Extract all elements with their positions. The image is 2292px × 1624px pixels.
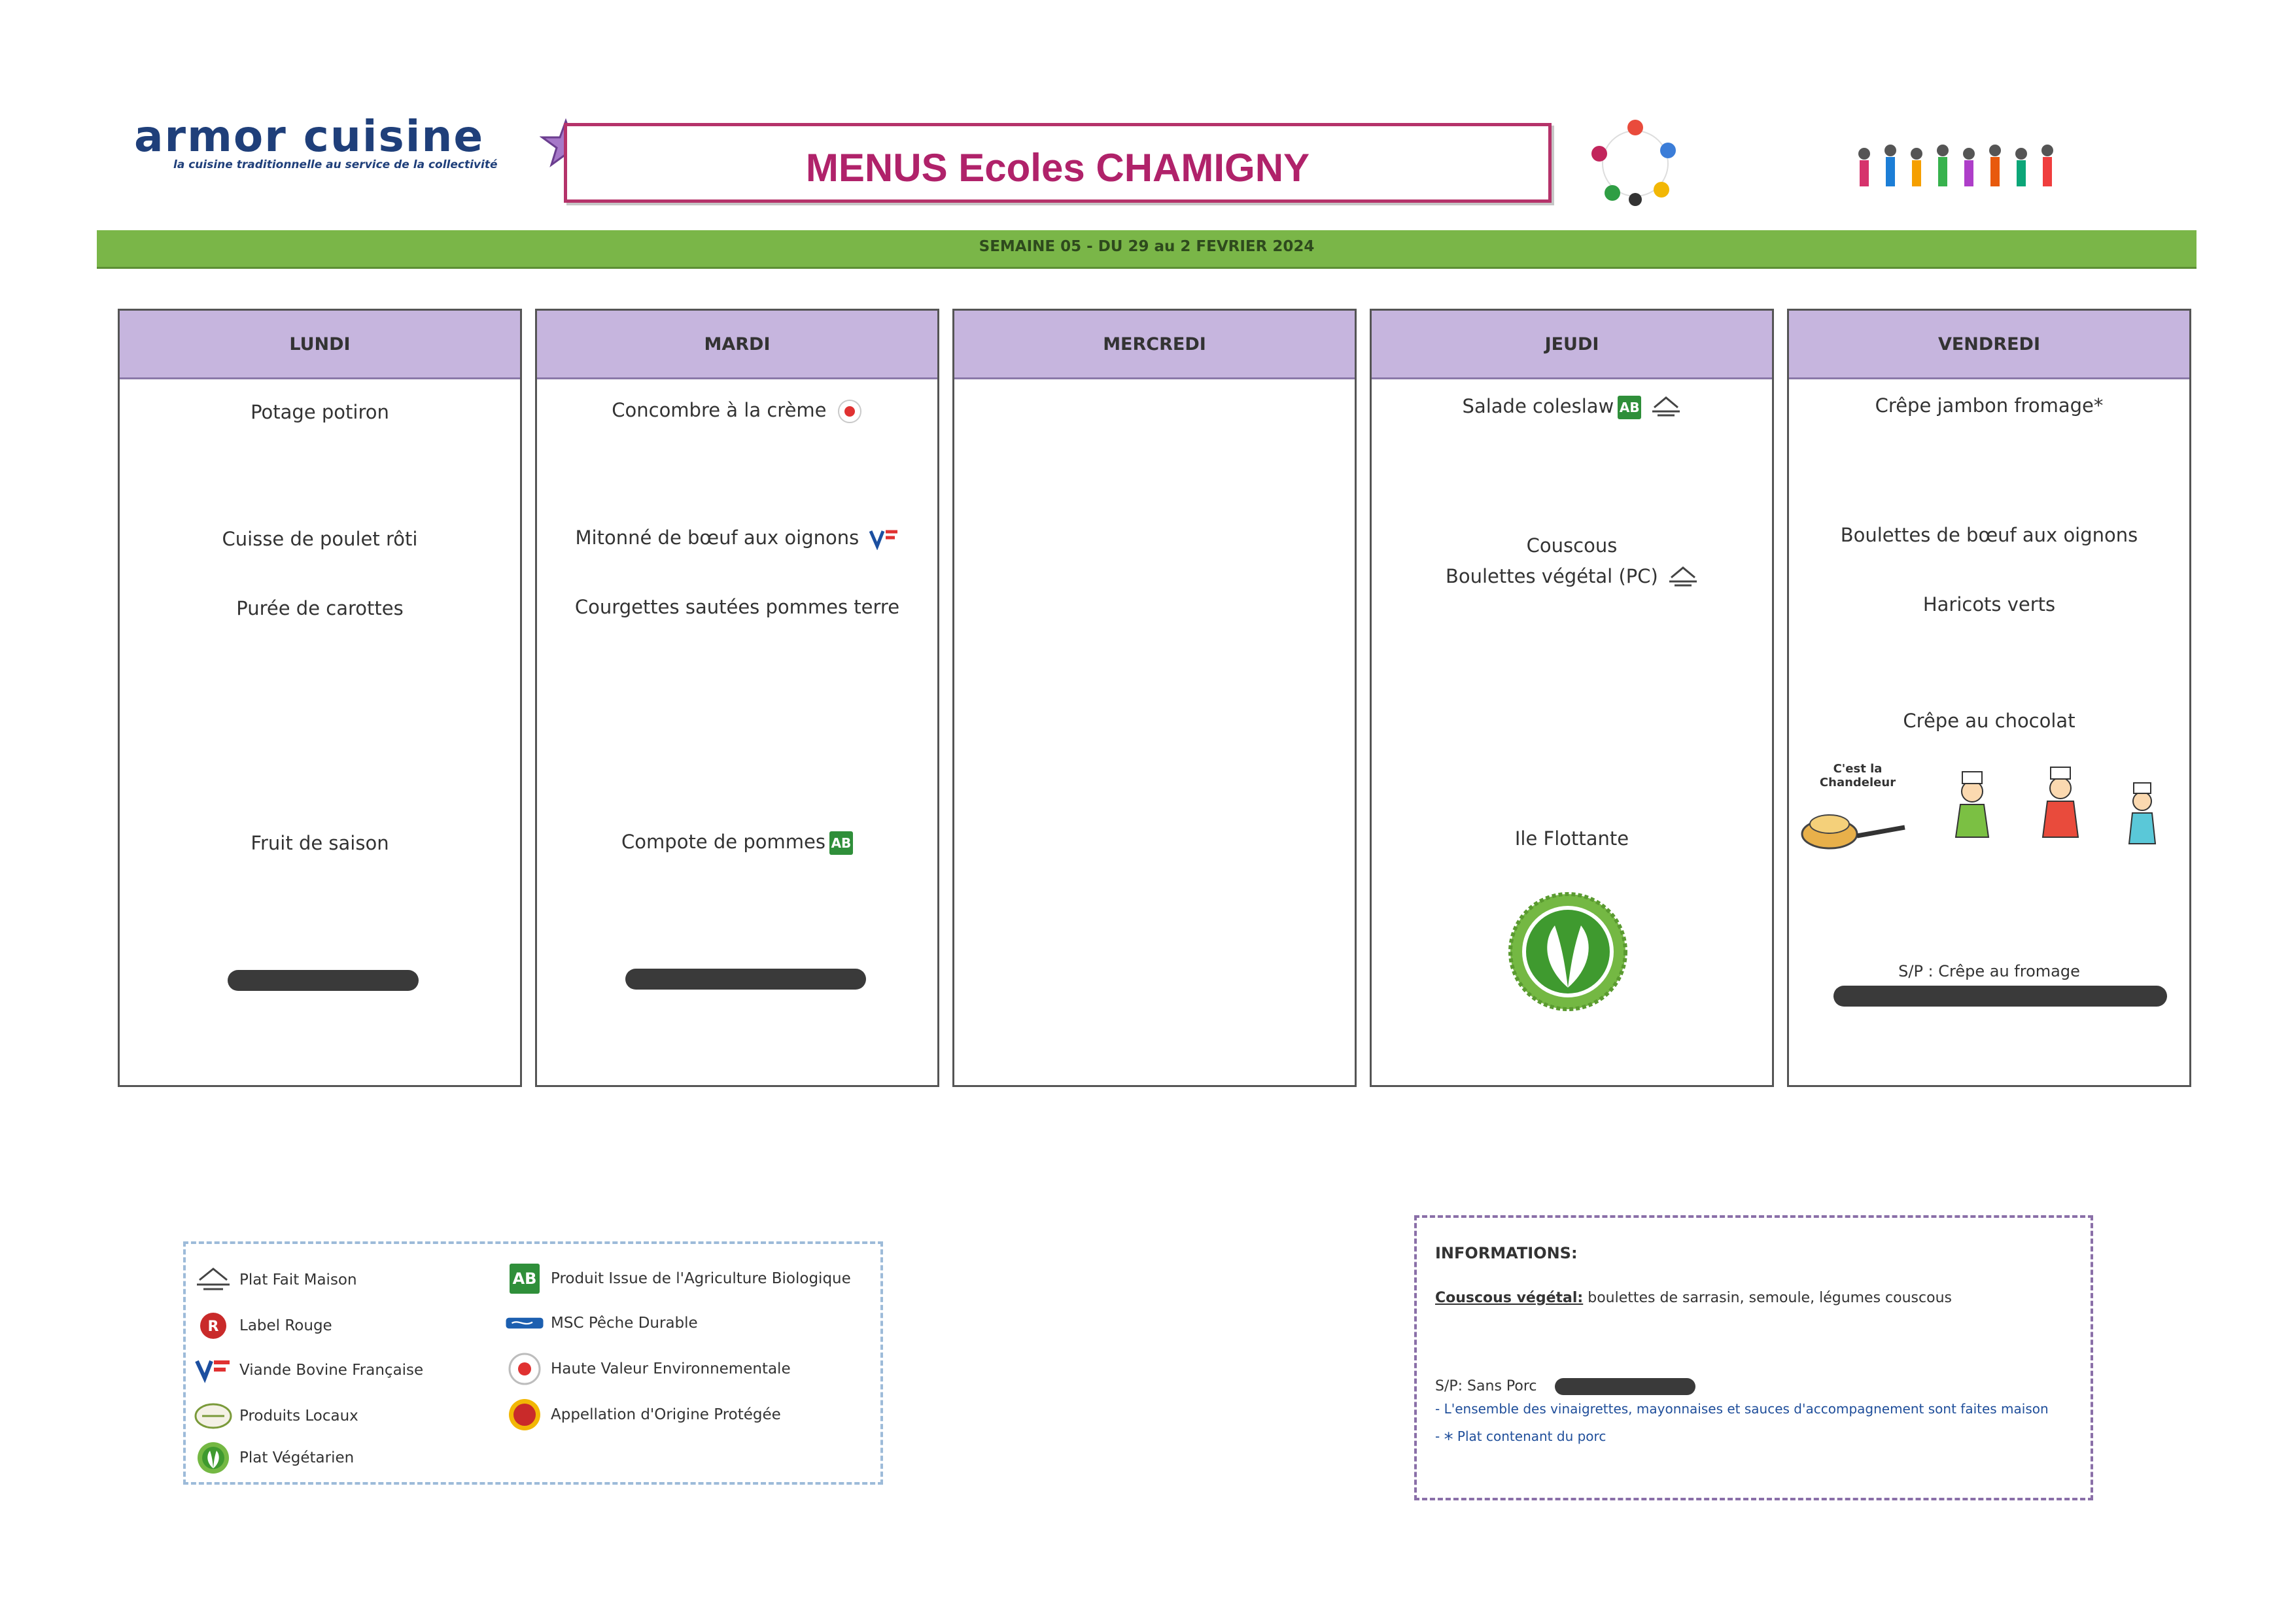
- ab-icon: AB: [510, 1264, 540, 1294]
- info-box: INFORMATIONS: Couscous végétal: boulette…: [1414, 1215, 2093, 1500]
- week-bar: [97, 230, 2196, 267]
- dish-main: Couscous: [1526, 534, 1618, 557]
- dish-starter: Crêpe jambon fromage*: [1875, 394, 2104, 417]
- day-column-lundi: LUNDI Potage potiron Cuisse de poulet rô…: [118, 309, 522, 1087]
- crepe-pan-icon: [1801, 814, 1905, 850]
- svg-text:R: R: [208, 1319, 219, 1335]
- dish-starter: Concombre à la crème: [537, 398, 937, 424]
- legend-item: Plat Végétarien: [194, 1442, 354, 1474]
- dish-side: Purée de carottes: [236, 597, 404, 619]
- legend-item: Haute Valeur Environnementale: [505, 1353, 791, 1385]
- legend-item: Plat Fait Maison: [194, 1264, 357, 1296]
- day-column-mardi: MARDI Concombre à la crème Mitonné de bœ…: [535, 309, 939, 1087]
- week-label: SEMAINE 05 - DU 29 au 2 FEVRIER 2024: [979, 238, 1315, 255]
- legend-item: Appellation d'Origine Protégée: [505, 1398, 781, 1431]
- dish-starter-text: Salade coleslaw: [1462, 395, 1614, 417]
- dish-main: Mitonné de bœuf aux oignons: [537, 527, 937, 550]
- house-icon: [197, 1268, 230, 1290]
- dish-starter-text: Concombre à la crème: [612, 399, 827, 421]
- hve-icon: [837, 400, 861, 423]
- redacted-mark: [625, 969, 866, 990]
- dish-dessert-text: Compote de pommes: [621, 831, 825, 853]
- dish-main-alt: Boulettes végétal (PC): [1372, 564, 1772, 591]
- day-header: JEUDI: [1372, 311, 1772, 379]
- chefs-icon: [1954, 767, 2157, 844]
- hve-icon: [508, 1353, 541, 1385]
- dish-main-text: Mitonné de bœuf aux oignons: [575, 527, 859, 549]
- day-header: VENDREDI: [1789, 311, 2189, 379]
- day-column-mercredi: MERCREDI: [952, 309, 1357, 1087]
- vegetarian-icon: [198, 1442, 229, 1474]
- ab-icon: AB: [829, 831, 853, 855]
- brand-logo: armor cuisine: [134, 111, 485, 162]
- children-row-icon: [1858, 145, 2053, 186]
- sp-note: S/P : Crêpe au fromage: [1898, 962, 2080, 980]
- info-sp: S/P: Sans Porc: [1435, 1378, 1695, 1395]
- day-header: MARDI: [537, 311, 937, 379]
- house-icon: [1669, 566, 1697, 587]
- legend-item: R Label Rouge: [194, 1309, 332, 1342]
- redacted-mark: [1833, 986, 2167, 1007]
- aop-icon: [509, 1399, 540, 1430]
- info-couscous: Couscous végétal: boulettes de sarrasin,…: [1435, 1290, 1952, 1306]
- title-frame: [564, 123, 1552, 203]
- vegetarian-icon: [1508, 892, 1627, 1011]
- redacted-mark: [228, 970, 419, 991]
- children-circle-icon: [1591, 120, 1676, 206]
- dish-dessert: Crêpe au chocolat: [1903, 710, 2075, 732]
- legend-item: MSC Pêche Durable: [505, 1307, 698, 1339]
- chandeleur-caption: C'est la Chandeleur: [1819, 762, 1896, 789]
- page-title: MENUS Ecoles CHAMIGNY: [805, 146, 1310, 190]
- vbf-icon: [195, 1360, 230, 1383]
- ab-icon: AB: [1618, 396, 1642, 419]
- dish-side: Courgettes sautées pommes terre: [574, 596, 900, 618]
- legend-item: AB Produit Issue de l'Agriculture Biolog…: [505, 1262, 851, 1295]
- brand-tagline: la cuisine traditionnelle au service de …: [173, 158, 498, 171]
- dish-main: Cuisse de poulet rôti: [222, 528, 418, 550]
- info-homemade-note: - L'ensemble des vinaigrettes, mayonnais…: [1435, 1401, 2049, 1417]
- dish-dessert: Fruit de saison: [251, 832, 389, 854]
- dish-side: Haricots verts: [1922, 593, 2056, 615]
- info-pork-note: - * Plat contenant du porc: [1435, 1428, 1606, 1450]
- day-column-vendredi: VENDREDI Crêpe jambon fromage* Boulettes…: [1787, 309, 2191, 1087]
- day-header: MERCREDI: [954, 311, 1355, 379]
- redacted-mark: [1554, 1378, 1695, 1395]
- vbf-icon: [869, 530, 898, 550]
- label-rouge-icon: R: [200, 1313, 226, 1339]
- day-header: LUNDI: [120, 311, 520, 379]
- dish-main: Boulettes de bœuf aux oignons: [1840, 524, 2138, 546]
- local-products-icon: [194, 1403, 232, 1429]
- legend-item: Produits Locaux: [194, 1400, 358, 1432]
- info-title: INFORMATIONS:: [1435, 1244, 1578, 1262]
- legend-item: Viande Bovine Française: [194, 1354, 423, 1387]
- dish-starter: Potage potiron: [251, 401, 389, 423]
- dish-main-alt-text: Boulettes végétal (PC): [1445, 565, 1658, 587]
- msc-icon: [506, 1317, 544, 1329]
- house-icon: [1652, 396, 1680, 417]
- legend-box: Plat Fait Maison R Label Rouge Viande Bo…: [183, 1241, 883, 1485]
- dish-dessert: Ile Flottante: [1514, 827, 1629, 850]
